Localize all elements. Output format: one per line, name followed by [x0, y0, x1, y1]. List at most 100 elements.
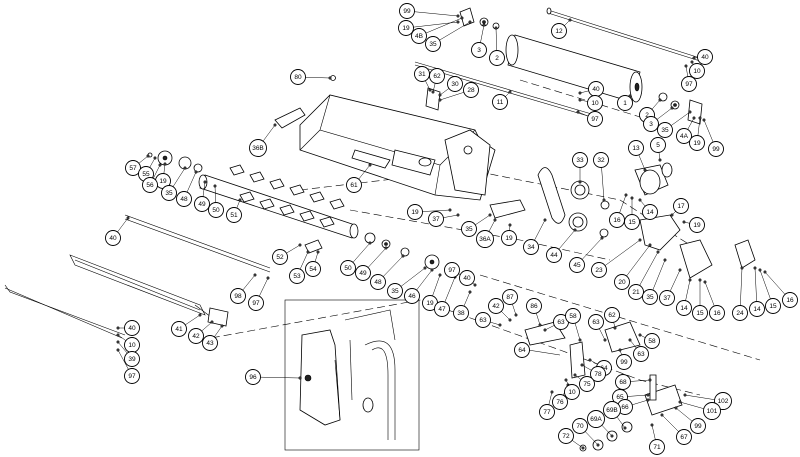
callout-leader-tip	[624, 193, 628, 197]
callout-49: 49	[355, 246, 388, 281]
callout-label: 51	[230, 212, 238, 219]
callout-34: 34	[523, 218, 547, 255]
callout-leader-tip	[456, 213, 460, 217]
callout-bubble	[453, 305, 469, 321]
callout-leader-tip	[573, 373, 577, 377]
callout-bubble	[709, 305, 725, 321]
callout-label: 101	[707, 408, 718, 415]
callout-leader-tip	[670, 106, 674, 110]
callout-bubble	[565, 308, 581, 324]
callout-68: 68	[615, 374, 652, 390]
callout-bubble	[399, 3, 415, 19]
callout-bubble	[489, 50, 505, 66]
callout-97: 97	[116, 348, 140, 384]
callout-label: 54	[309, 266, 317, 273]
callout-leader-tip	[600, 236, 604, 240]
callout-21: 21	[628, 250, 660, 300]
callout-17: 17	[670, 198, 689, 217]
callout-bubble	[587, 111, 603, 127]
callout-label: 62	[433, 73, 441, 80]
callout-label: 64	[518, 347, 526, 354]
callout-78: 78	[580, 363, 606, 382]
callout-label: 63	[479, 317, 487, 324]
callout-bubble	[290, 69, 306, 85]
callout-bubble	[461, 221, 477, 237]
callout-leader-tip	[623, 426, 627, 430]
callout-label: 19	[402, 25, 410, 32]
callout-label: 17	[677, 203, 685, 210]
callout-97: 97	[576, 110, 603, 127]
callout-label: 63	[557, 319, 565, 326]
callout-bubble	[539, 404, 555, 420]
callout-53: 53	[289, 250, 310, 284]
callout-bubble	[765, 298, 781, 314]
callout-62: 62	[604, 307, 620, 330]
callout-leader-tip	[514, 313, 518, 317]
callout-77: 77	[539, 390, 555, 420]
callout-leader-tip	[578, 98, 582, 102]
callout-leader-tip	[650, 423, 654, 427]
callout-leader-tip	[588, 358, 592, 362]
callout-label: 99	[712, 146, 720, 153]
callout-label: 58	[569, 313, 577, 320]
callout-leader-tip	[578, 180, 582, 184]
callout-label: 96	[249, 374, 257, 381]
callout-leader-tip	[698, 116, 702, 120]
callout-63: 63	[543, 314, 569, 332]
callout-leader	[405, 21, 459, 29]
callout-bubble	[124, 351, 140, 367]
callout-leader-tip	[473, 283, 477, 287]
callout-bubble	[546, 247, 562, 263]
callout-24: 24	[732, 266, 748, 321]
callout-leader-tip	[648, 243, 652, 247]
callout-51: 51	[226, 198, 242, 223]
callout-label: 19	[693, 222, 701, 229]
callout-label: 35	[465, 226, 473, 233]
callout-leader-tip	[613, 326, 617, 330]
callout-label: 50	[212, 207, 220, 214]
callout-leader-tip	[670, 213, 674, 217]
callout-label: 23	[595, 267, 603, 274]
callout-leader-tip	[638, 333, 642, 337]
belt-drive	[489, 162, 756, 279]
callout-20: 20	[614, 243, 652, 290]
inset-frame	[284, 299, 420, 451]
callout-bubble	[105, 230, 121, 246]
callout-bubble	[689, 135, 705, 151]
callout-bubble	[697, 49, 713, 65]
callout-leader-tip	[460, 16, 464, 20]
callout-leader	[406, 10, 459, 17]
callout-label: 40	[463, 275, 471, 282]
callout-leader-tip	[646, 398, 650, 402]
callout-15: 15	[624, 196, 640, 230]
callout-14: 14	[676, 278, 692, 316]
callout-37: 37	[659, 268, 682, 306]
callout-16: 16	[703, 280, 725, 321]
callout-leader-tip	[431, 90, 435, 94]
callout-56: 56	[142, 163, 162, 193]
callout-label: 71	[653, 444, 661, 451]
callout-label: 49	[359, 270, 367, 277]
callout-leader-tip	[610, 434, 614, 438]
callout-19: 19	[501, 223, 517, 246]
callout-leader-tip	[596, 443, 600, 447]
callout-leader-tip	[688, 278, 692, 282]
callout-label: 97	[448, 267, 456, 274]
callout-97: 97	[248, 276, 270, 311]
callout-19: 19	[407, 204, 452, 220]
callout-label: 48	[180, 196, 188, 203]
callout-label: 40	[592, 86, 600, 93]
callout-bubble	[604, 307, 620, 323]
callout-bubble	[551, 23, 567, 39]
callout-label: 41	[175, 326, 183, 333]
callout-leader-tip	[692, 56, 696, 60]
callout-leader-tip	[210, 320, 214, 324]
callout-label: 97	[128, 373, 136, 380]
callout-label: 77	[543, 409, 551, 416]
callout-80: 80	[290, 69, 332, 85]
callout-label: 10	[128, 342, 136, 349]
callout-49: 49	[194, 180, 210, 212]
callout-bubble	[708, 141, 724, 157]
callout-bubble	[188, 328, 204, 344]
